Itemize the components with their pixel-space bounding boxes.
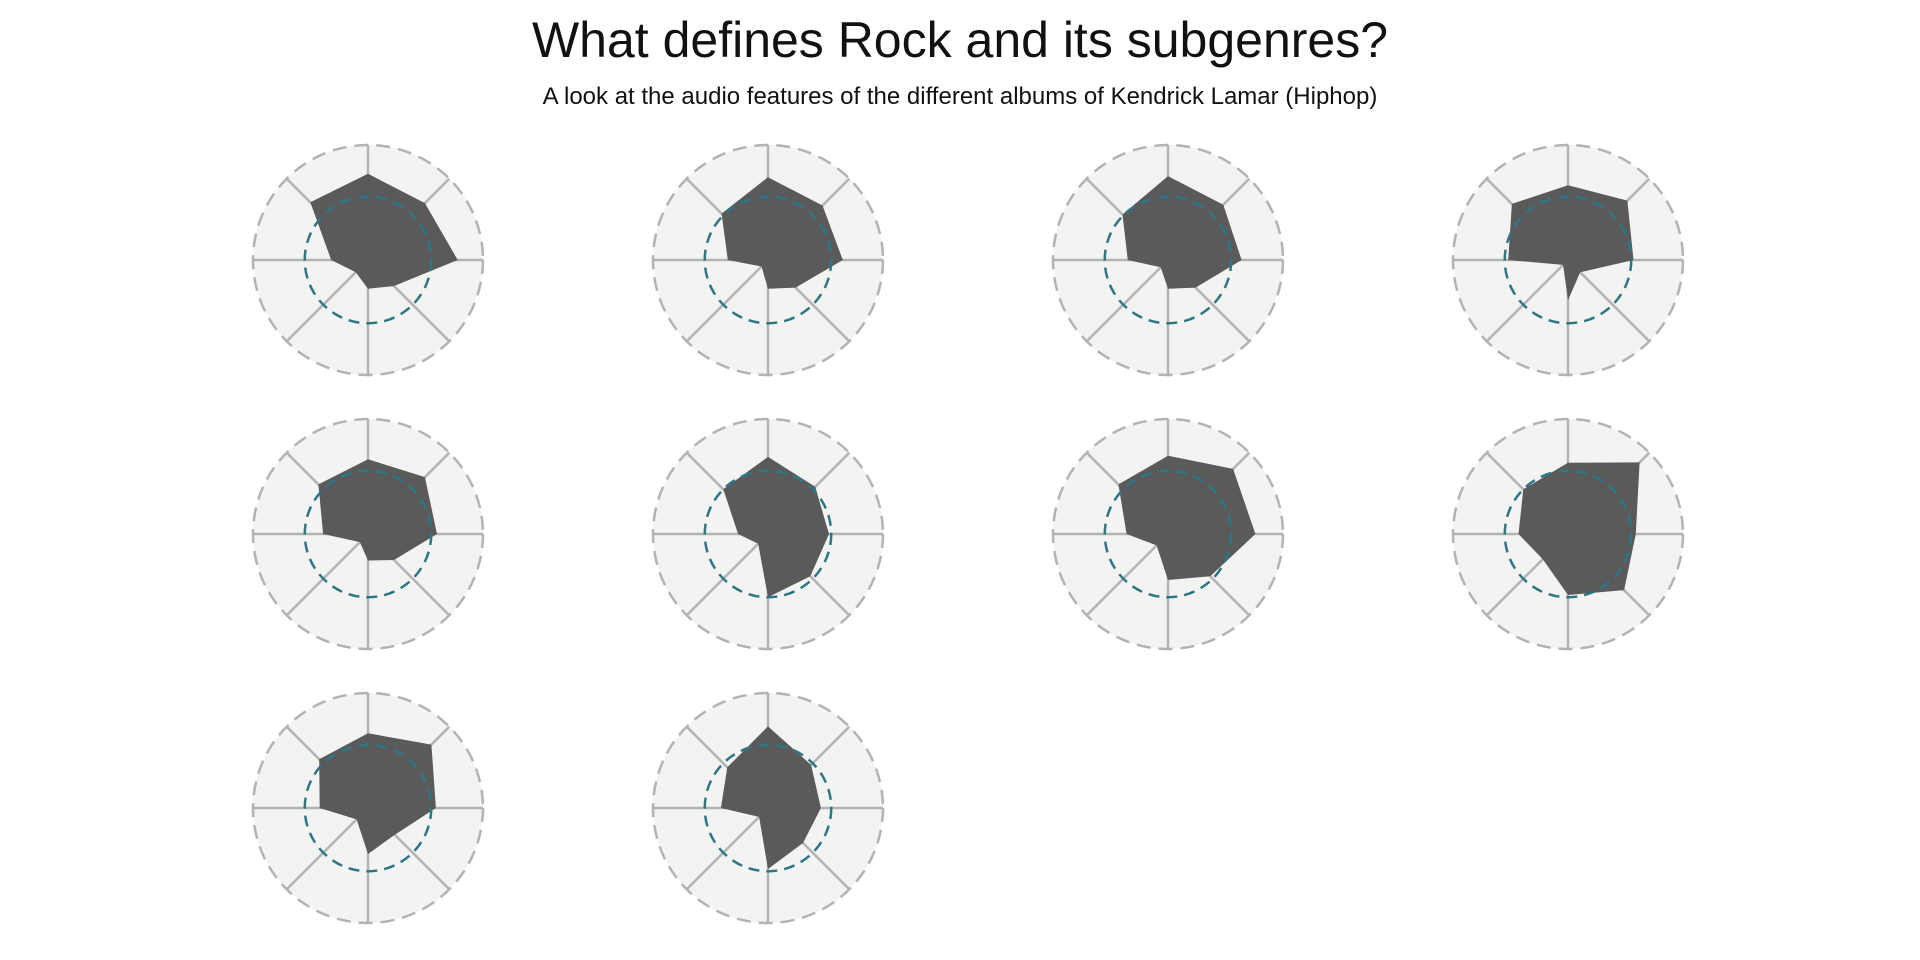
radar-panel <box>651 691 885 925</box>
chart-title: What defines Rock and its subgenres? <box>531 12 1389 68</box>
chart-subtitle: A look at the audio features of the diff… <box>542 83 1378 110</box>
feature-polygon <box>723 456 829 598</box>
feature-polygon <box>1118 455 1256 580</box>
axis-line <box>1567 259 1651 343</box>
radar-panel <box>651 417 885 651</box>
reference-ring <box>703 195 833 325</box>
outer-ring <box>1051 143 1285 377</box>
feature-polygon <box>1518 462 1640 595</box>
axis-line <box>1085 533 1169 617</box>
axis-line <box>285 533 369 617</box>
outer-ring <box>651 417 885 651</box>
axis-line <box>1085 259 1169 343</box>
axis-line <box>685 259 769 343</box>
feature-polygon <box>318 459 437 561</box>
radar-panel <box>651 143 885 377</box>
axis-line <box>285 259 369 343</box>
reference-ring <box>1103 469 1233 599</box>
outer-ring <box>651 691 885 925</box>
axis-line <box>285 807 369 891</box>
reference-ring <box>703 743 833 873</box>
feature-polygon <box>310 173 458 289</box>
radar-panel <box>251 143 485 377</box>
radar-panel <box>251 417 485 651</box>
feature-polygon <box>1122 176 1242 289</box>
axis-line <box>685 807 769 891</box>
radar-panel <box>1451 417 1685 651</box>
outer-ring <box>251 417 485 651</box>
radar-panel <box>1051 417 1285 651</box>
reference-ring <box>303 195 433 325</box>
outer-ring <box>251 143 485 377</box>
outer-ring <box>1451 143 1685 377</box>
radar-panel <box>251 691 485 925</box>
reference-ring <box>703 469 833 599</box>
axis-line <box>685 533 769 617</box>
reference-ring <box>303 469 433 599</box>
feature-polygon <box>1508 185 1634 301</box>
outer-ring <box>251 691 485 925</box>
outer-ring <box>1451 417 1685 651</box>
feature-polygon <box>721 177 843 289</box>
outer-ring <box>651 143 885 377</box>
feature-polygon <box>319 733 436 854</box>
axis-line <box>1485 259 1569 343</box>
radar-panel <box>1451 143 1685 377</box>
reference-ring <box>1103 195 1233 325</box>
outer-ring <box>1051 417 1285 651</box>
feature-polygon <box>720 726 821 869</box>
radar-panel <box>1051 143 1285 377</box>
reference-ring <box>303 743 433 873</box>
reference-ring <box>1503 469 1633 599</box>
reference-ring <box>1503 195 1633 325</box>
